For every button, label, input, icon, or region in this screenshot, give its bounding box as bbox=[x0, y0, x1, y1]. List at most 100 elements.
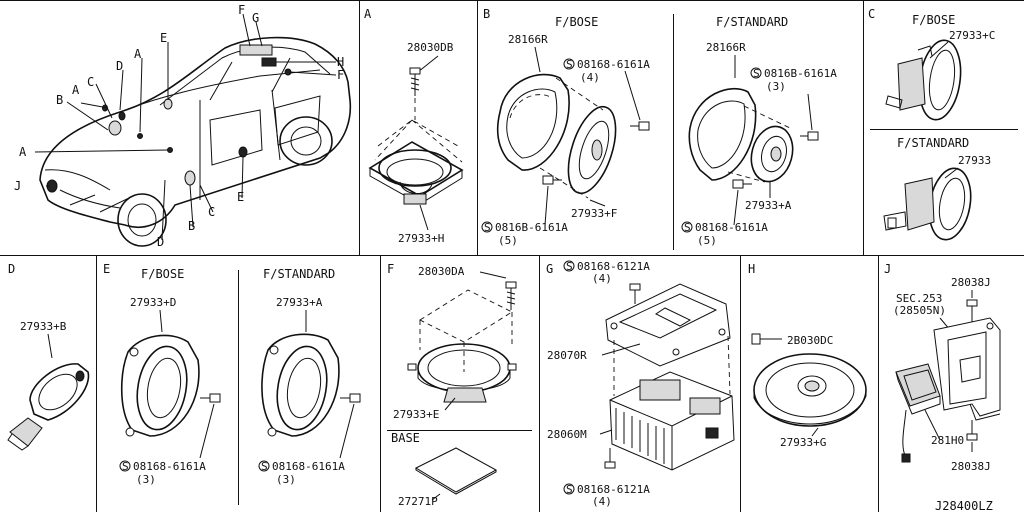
section-label: E bbox=[103, 262, 110, 276]
section-label: H bbox=[748, 262, 755, 276]
screw-icon bbox=[630, 121, 650, 131]
svg-text:S: S bbox=[566, 58, 573, 71]
screw-quantity: (5) bbox=[498, 234, 518, 247]
bolt-icon bbox=[751, 333, 782, 345]
section-c: C F/BOSE 27933+C F/STANDARD 27933 bbox=[868, 7, 995, 241]
section-a: A 28030DB 27933+H bbox=[364, 7, 464, 245]
bose-title: F/BOSE bbox=[141, 267, 184, 281]
screw-symbol-icon: S bbox=[258, 460, 270, 473]
bose-title: F/BOSE bbox=[555, 15, 598, 29]
standard-title: F/STANDARD bbox=[897, 136, 969, 150]
bolt-icon bbox=[505, 281, 517, 310]
section-h: H 2B030DC 27933+G bbox=[748, 262, 867, 449]
part-number-amplifier: 28060M bbox=[547, 428, 587, 441]
car-callout: F bbox=[337, 68, 344, 82]
screw-symbol-icon: S bbox=[750, 67, 762, 80]
screw-symbol-icon: S bbox=[563, 483, 575, 496]
section-j: J 28038J SEC.253 (28505N) 281H0 bbox=[884, 262, 1001, 473]
screw-icon bbox=[629, 283, 641, 304]
car-callout: C bbox=[208, 205, 215, 219]
car-callout: C bbox=[87, 75, 94, 89]
svg-text:S: S bbox=[122, 460, 129, 473]
part-number-screw: 08168-6161A bbox=[133, 460, 206, 473]
section-label: J bbox=[884, 262, 891, 276]
car-callout: E bbox=[160, 31, 167, 45]
part-number-bracket: 28166R bbox=[508, 33, 548, 46]
part-number-bracket: 28166R bbox=[706, 41, 746, 54]
mounting-bracket-icon bbox=[933, 317, 1001, 421]
part-number-speaker: 27933+F bbox=[571, 207, 617, 220]
speaker-icon bbox=[407, 343, 517, 403]
speaker-bracket-icon bbox=[688, 87, 757, 181]
section-label: C bbox=[868, 7, 875, 21]
car-overview: F G H F E A D C A B A J E C B D bbox=[14, 3, 352, 249]
screw-quantity: (4) bbox=[580, 71, 600, 84]
part-number-screw-bottom: 08168-6161A bbox=[695, 221, 768, 234]
part-number-speaker: 27933+A bbox=[745, 199, 792, 212]
standard-title: F/STANDARD bbox=[716, 15, 788, 29]
part-number-bracket: 28070R bbox=[547, 349, 587, 362]
car-leader-lines bbox=[34, 13, 337, 241]
svg-text:S: S bbox=[484, 221, 491, 234]
base-pad-icon bbox=[414, 447, 498, 495]
part-number-speaker: 27933+C bbox=[949, 29, 995, 42]
screw-icon bbox=[340, 393, 361, 403]
part-number-screw-top: 0816B-6161A bbox=[764, 67, 837, 80]
car-callout: A bbox=[134, 47, 142, 61]
section-label: B bbox=[483, 7, 490, 21]
part-number-bolt: 2B030DC bbox=[787, 334, 833, 347]
bose-title: F/BOSE bbox=[912, 13, 955, 27]
car-callout: J bbox=[14, 179, 21, 193]
part-number-screw-top: 08168-6121A bbox=[577, 260, 650, 273]
svg-text:S: S bbox=[566, 483, 573, 496]
screw-symbol-icon: S bbox=[681, 221, 693, 234]
part-number-screw-bottom: 0816B-6161A bbox=[495, 221, 568, 234]
section-b: B F/BOSE 28166R S 08168-6161A (4) bbox=[481, 7, 837, 247]
section-reference-part: (28505N) bbox=[893, 304, 946, 317]
screw-quantity: (3) bbox=[766, 80, 786, 93]
part-number-speaker: 27933+B bbox=[20, 320, 67, 333]
car-speaker-markers bbox=[46, 44, 292, 193]
section-e: E F/BOSE 27933+D S 08168-6161A (3) F/STA… bbox=[103, 262, 361, 486]
svg-text:S: S bbox=[753, 67, 760, 80]
bolt-icon bbox=[966, 299, 978, 324]
section-d: D 27933+B bbox=[7, 262, 90, 451]
car-callout: F bbox=[238, 3, 245, 17]
bolt-icon bbox=[409, 67, 421, 96]
speaker-bracket-icon bbox=[496, 73, 570, 171]
screw-quantity: (5) bbox=[697, 234, 717, 247]
amp-bracket-icon bbox=[605, 283, 731, 367]
part-number-bolt: 28030DA bbox=[418, 265, 465, 278]
section-f: F 28030DA 27933+E BASE 27271P bbox=[387, 262, 517, 508]
car-callout: A bbox=[72, 83, 80, 97]
car-callout: D bbox=[116, 59, 123, 73]
svg-text:S: S bbox=[566, 260, 573, 273]
diagram-code: J28400LZ bbox=[935, 499, 993, 512]
speaker-icon bbox=[368, 141, 464, 205]
part-number-screw-bottom: 08168-6121A bbox=[577, 483, 650, 496]
part-number-screw: 08168-6161A bbox=[272, 460, 345, 473]
car-callout: A bbox=[19, 145, 27, 159]
screw-quantity: (3) bbox=[136, 473, 156, 486]
part-number-speaker: 27933+A bbox=[276, 296, 323, 309]
speaker-icon bbox=[567, 105, 617, 195]
screw-symbol-icon: S bbox=[563, 58, 575, 71]
section-label: G bbox=[546, 262, 553, 276]
speaker-icon bbox=[883, 167, 972, 241]
section-label: F bbox=[387, 262, 394, 276]
tweeter-speaker-icon bbox=[750, 125, 794, 183]
screw-symbol-icon: S bbox=[481, 221, 493, 234]
speaker-icon bbox=[261, 333, 340, 437]
screw-symbol-icon: S bbox=[563, 260, 575, 273]
speaker-icon bbox=[7, 363, 90, 451]
part-number-bolt: 28030DB bbox=[407, 41, 454, 54]
screw-icon bbox=[732, 179, 752, 189]
svg-text:S: S bbox=[261, 460, 268, 473]
tweeter-speaker-icon bbox=[885, 39, 962, 121]
part-number-module: 281H0 bbox=[931, 434, 964, 447]
car-body-drawing bbox=[39, 36, 352, 247]
screw-icon bbox=[542, 175, 562, 185]
screw-quantity: (4) bbox=[592, 272, 612, 285]
